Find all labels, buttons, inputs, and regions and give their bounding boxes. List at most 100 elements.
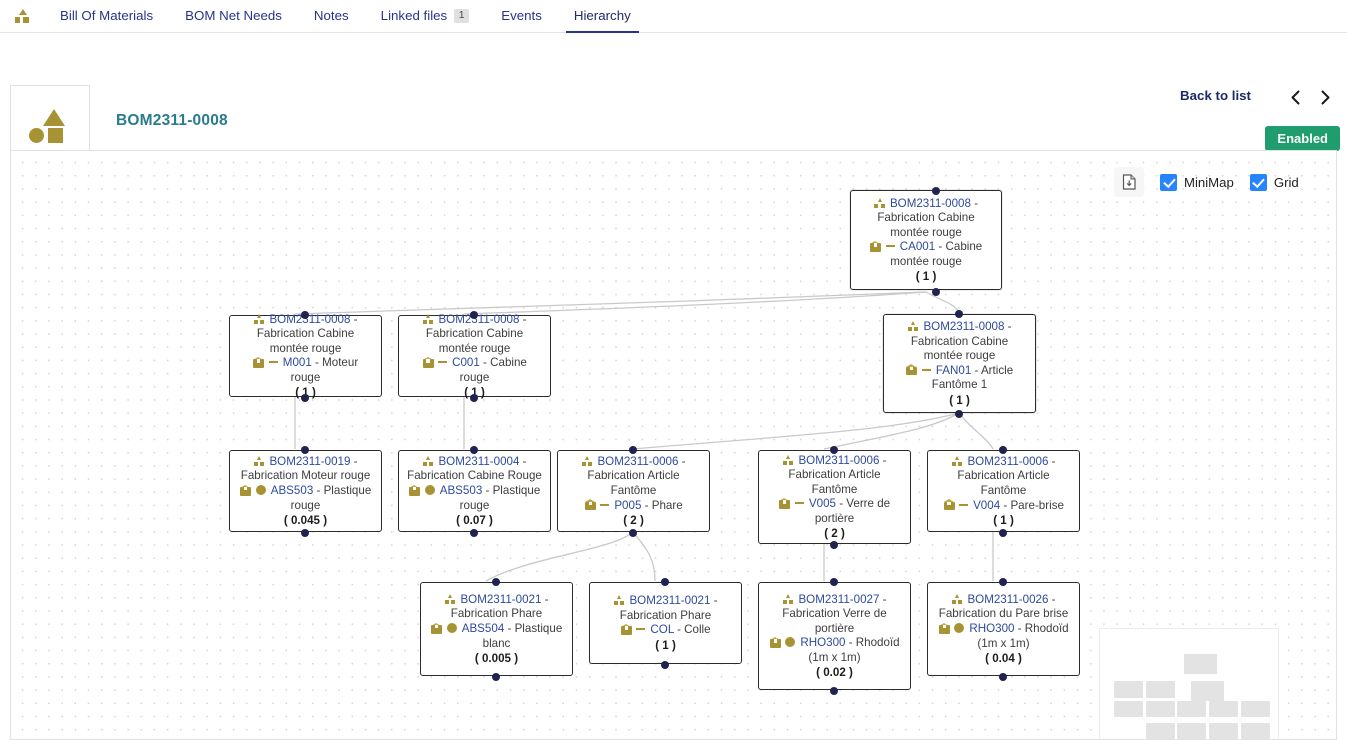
tab-label: Bill Of Materials (60, 8, 154, 23)
node-process: Fabrication Cabine montée rouge (256, 327, 355, 355)
node-quantity: ( 0.005 ) (474, 652, 519, 666)
dash-marker-icon (959, 503, 969, 506)
node-port[interactable] (830, 687, 838, 695)
minimap-viewport (1100, 629, 1278, 739)
grid-label: Grid (1273, 174, 1299, 190)
node-port[interactable] (999, 529, 1007, 537)
app-logo[interactable] (0, 0, 44, 32)
node-quantity: ( 2 ) (623, 514, 644, 528)
node-port[interactable] (830, 446, 838, 454)
tab-notes[interactable]: Notes (298, 0, 365, 32)
node-port[interactable] (932, 187, 940, 195)
minimap-node (1177, 701, 1206, 717)
node-port[interactable] (661, 661, 669, 669)
node-bom-line: BOM2311-0019 - Fabrication Moteur rouge (240, 454, 371, 483)
tab-hierarchy[interactable]: Hierarchy (558, 0, 647, 33)
node-port[interactable] (830, 541, 838, 549)
hierarchy-node[interactable]: BOM2311-0008 - Fabrication Cabine montée… (850, 190, 1002, 290)
node-port[interactable] (661, 578, 669, 586)
grid-toggle[interactable]: Grid (1249, 173, 1299, 191)
node-port[interactable] (301, 446, 309, 454)
hierarchy-node[interactable]: BOM2311-0027 - Fabrication Verre de port… (758, 582, 911, 690)
hierarchy-node[interactable]: BOM2311-0008 - Fabrication Cabine montée… (229, 313, 382, 400)
hierarchy-node[interactable]: BOM2311-0008 - Fabrication Cabine montée… (398, 313, 551, 399)
hierarchy-logo-icon (14, 8, 31, 23)
back-to-list-link[interactable]: Back to list (1180, 88, 1251, 103)
box-icon (431, 622, 443, 634)
minimap-node (1114, 701, 1143, 717)
node-port[interactable] (470, 529, 478, 537)
node-port[interactable] (955, 310, 963, 318)
hierarchy-icon (782, 593, 794, 605)
node-port[interactable] (999, 578, 1007, 586)
node-port[interactable] (470, 394, 478, 402)
node-item-code: C001 (452, 356, 480, 370)
node-port[interactable] (830, 578, 838, 586)
hierarchy-node[interactable]: BOM2311-0008 - Fabrication Cabine montée… (883, 314, 1036, 413)
node-quantity: ( 1 ) (915, 270, 937, 284)
hierarchy-node[interactable]: BOM2311-0019 - Fabrication Moteur rouge … (229, 450, 382, 532)
minimap-toggle[interactable]: MiniMap (1160, 173, 1234, 191)
node-item-line: C001 - Cabine rouge (406, 356, 543, 385)
node-bom-code: BOM2311-0006 (798, 453, 880, 467)
node-item-label: Article Fantôme 1 (931, 363, 1014, 392)
node-port[interactable] (301, 394, 309, 402)
circle-marker-icon (424, 485, 435, 495)
node-port[interactable] (955, 410, 963, 418)
node-port[interactable] (932, 288, 940, 296)
node-process: Fabrication Verre de portière (782, 607, 887, 635)
node-bom-code: BOM2311-0006 (967, 454, 1049, 468)
hierarchy-node[interactable]: BOM2311-0021 - Fabrication Phare ABS504 … (420, 582, 573, 676)
tab-linked-files[interactable]: Linked files 1 (365, 0, 486, 32)
node-bom-code: BOM2311-0004 (438, 454, 520, 468)
minimap[interactable] (1099, 628, 1279, 739)
node-port[interactable] (999, 673, 1007, 681)
tab-label: Linked files (380, 8, 448, 23)
hierarchy-canvas[interactable]: MiniMap Grid BOM2311-0008 - Fabrication … (10, 150, 1337, 740)
hierarchy-node[interactable]: BOM2311-0004 - Fabrication Cabine Rouge … (398, 450, 551, 532)
node-port[interactable] (470, 446, 478, 454)
grid-checkbox[interactable] (1249, 173, 1267, 191)
minimap-node (1146, 723, 1175, 739)
hierarchy-icon (951, 455, 963, 467)
node-item-line: FAN01 - Article Fantôme 1 (891, 364, 1028, 393)
node-bom-line: BOM2311-0008 - Fabrication Cabine montée… (858, 197, 994, 241)
previous-record-button[interactable] (1283, 85, 1307, 109)
hierarchy-icon (422, 313, 434, 325)
hierarchy-node[interactable]: BOM2311-0021 - Fabrication Phare COL - C… (589, 582, 742, 664)
node-port[interactable] (492, 673, 500, 681)
tab-events[interactable]: Events (485, 0, 558, 32)
box-icon (422, 356, 434, 368)
node-quantity: ( 1 ) (295, 386, 316, 400)
node-item-label: Plastique rouge (290, 484, 372, 512)
node-port[interactable] (301, 311, 309, 319)
node-port[interactable] (301, 529, 309, 537)
node-port[interactable] (470, 311, 478, 319)
node-item-label: Plastique blanc (482, 622, 563, 650)
node-item-code: ABS503 (439, 484, 483, 497)
node-item-line: ABS503 - Plastique rouge (406, 484, 543, 513)
node-port[interactable] (492, 578, 500, 586)
minimap-checkbox[interactable] (1160, 173, 1177, 191)
node-port[interactable] (999, 446, 1007, 454)
node-bom-line: BOM2311-0027 - Fabrication Verre de port… (782, 592, 887, 635)
hierarchy-node[interactable]: BOM2311-0026 - Fabrication du Pare brise… (927, 582, 1080, 676)
node-item-label: Rhodoïd (1m x 1m) (808, 636, 900, 664)
export-button[interactable] (1114, 167, 1144, 197)
tab-bill-of-materials[interactable]: Bill Of Materials (44, 0, 169, 32)
hierarchy-node[interactable]: BOM2311-0006 - Fabrication Article Fantô… (557, 450, 710, 532)
circle-marker-icon (785, 637, 796, 648)
node-port[interactable] (629, 446, 637, 454)
node-item-code: ABS503 (270, 484, 314, 497)
node-port[interactable] (629, 529, 637, 537)
chevron-left-icon (1291, 90, 1299, 104)
status-badge[interactable]: Enabled (1265, 126, 1340, 151)
hierarchy-node[interactable]: BOM2311-0006 - Fabrication Article Fantô… (758, 450, 911, 544)
hierarchy-node[interactable]: BOM2311-0006 - Fabrication Article Fantô… (927, 450, 1080, 532)
chevron-right-icon (1321, 90, 1329, 104)
tab-bom-net-needs[interactable]: BOM Net Needs (169, 0, 298, 32)
hierarchy-icon (253, 455, 265, 467)
node-quantity: ( 0.02 ) (816, 666, 853, 680)
next-record-button[interactable] (1313, 85, 1337, 109)
tab-label: Events (501, 8, 542, 23)
